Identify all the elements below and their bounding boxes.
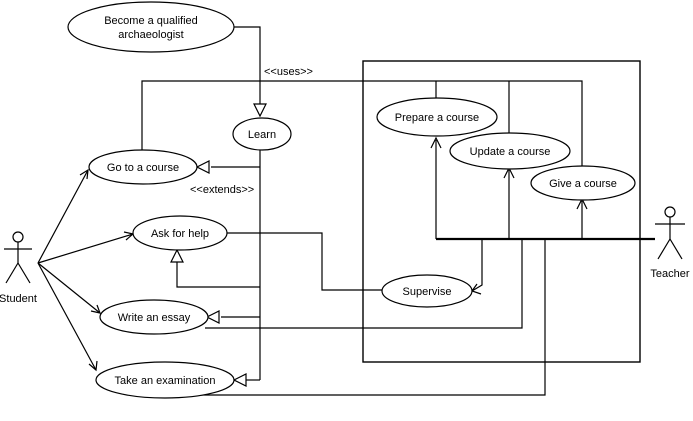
- student-to-write-essay-arrow: [90, 304, 101, 314]
- student-to-take-exam-arrow: [88, 360, 98, 372]
- student-to-ask-for-help: [37, 233, 134, 264]
- go-to-course-give-course-line: [141, 80, 583, 167]
- use-case-supervise[interactable]: Supervise: [381, 274, 473, 308]
- learn-label: Learn: [248, 129, 276, 141]
- use-case-prepare-course[interactable]: Prepare a course: [376, 97, 498, 137]
- system-boundary: [362, 60, 641, 363]
- prepare-course-label: Prepare a course: [395, 112, 479, 124]
- write-essay-label: Write an essay: [118, 312, 191, 324]
- become-archaeologist-label-2: archaeologist: [118, 29, 183, 41]
- teacher-to-supervise-arrow: [471, 283, 482, 295]
- use-case-ask-for-help[interactable]: Ask for help: [132, 215, 228, 251]
- student-to-go-to-course-arrow: [79, 168, 89, 180]
- bus-to-take-exam-line: [200, 239, 546, 396]
- ask-for-help-supervise-line: [225, 232, 382, 291]
- use-case-take-examination[interactable]: Take an examination: [95, 361, 235, 399]
- use-case-give-course[interactable]: Give a course: [530, 165, 636, 201]
- go-to-course-label: Go to a course: [107, 162, 179, 174]
- write-essay-arrowhead: [205, 310, 220, 324]
- student-to-take-exam: [37, 262, 97, 371]
- become-archaeologist-label-1: Become a qualified: [104, 15, 198, 27]
- take-examination-label: Take an examination: [115, 375, 216, 387]
- student-to-write-essay: [37, 262, 101, 314]
- uses-connector: [233, 26, 261, 104]
- ask-for-help-generalization: [176, 262, 260, 288]
- use-case-update-course[interactable]: Update a course: [449, 132, 571, 170]
- take-exam-arrowhead: [232, 373, 247, 387]
- supervise-label: Supervise: [403, 286, 452, 298]
- teacher-to-prepare-arrow: [430, 136, 442, 149]
- stick-figure-icon: [4, 231, 32, 284]
- ask-for-help-label: Ask for help: [151, 228, 209, 240]
- teacher-to-supervise-line: [471, 239, 483, 292]
- teacher-actor[interactable]: Teacher: [650, 206, 690, 280]
- use-case-learn[interactable]: Learn: [232, 117, 292, 151]
- use-case-write-essay[interactable]: Write an essay: [99, 299, 209, 335]
- uses-stereotype-label: <<uses>>: [264, 66, 313, 78]
- student-actor[interactable]: Student: [0, 231, 37, 305]
- uses-arrowhead: [253, 103, 267, 118]
- ask-for-help-arrowhead: [170, 248, 184, 263]
- student-label: Student: [0, 293, 37, 305]
- use-case-become-archaeologist[interactable]: Become a qualified archaeologist: [67, 1, 235, 53]
- stick-figure-icon: [655, 206, 685, 260]
- update-course-label: Update a course: [470, 146, 551, 158]
- extends-stereotype-label: <<extends>>: [190, 184, 254, 196]
- connectors: [37, 26, 655, 396]
- teacher-label: Teacher: [650, 268, 689, 280]
- student-to-go-to-course: [37, 169, 89, 264]
- go-to-course-arrowhead: [195, 160, 210, 174]
- give-course-label: Give a course: [549, 178, 617, 190]
- use-case-go-to-course[interactable]: Go to a course: [88, 149, 198, 185]
- bus-to-write-essay-line: [205, 239, 523, 329]
